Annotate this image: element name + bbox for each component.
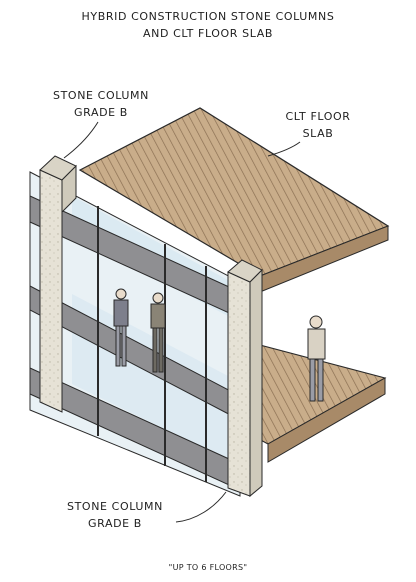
facade-mullions [97,206,207,482]
leader-lines [63,121,301,523]
stone-column-left-side [61,164,77,214]
stone-column-left-front [39,169,63,413]
lower-clt-slab-edge [267,377,386,463]
clt-floor-slab-label-line-1: CLT FLOOR [285,110,351,123]
stone-column-right-front [227,271,251,497]
stone-column-top-label-line-1: STONE COLUMN [53,89,149,102]
person-2-figure [150,292,166,373]
person-3-figure [307,315,326,402]
footnote-up-to-6-floors: "UP TO 6 FLOORS" [168,563,248,572]
diagram-title-line-2: AND CLT FLOOR SLAB [143,27,273,40]
stone-column-bottom-label-line-2: GRADE B [88,517,142,530]
stone-column-top-label-line-2: GRADE B [74,106,128,119]
person-1-figure [113,288,129,367]
stone-column-right-side [249,268,263,498]
stone-column-bottom-label-line-1: STONE COLUMN [67,500,163,513]
diagram-title-line-1: HYBRID CONSTRUCTION STONE COLUMNS [81,10,335,23]
clt-floor-slab-label-line-2: SLAB [302,127,334,140]
